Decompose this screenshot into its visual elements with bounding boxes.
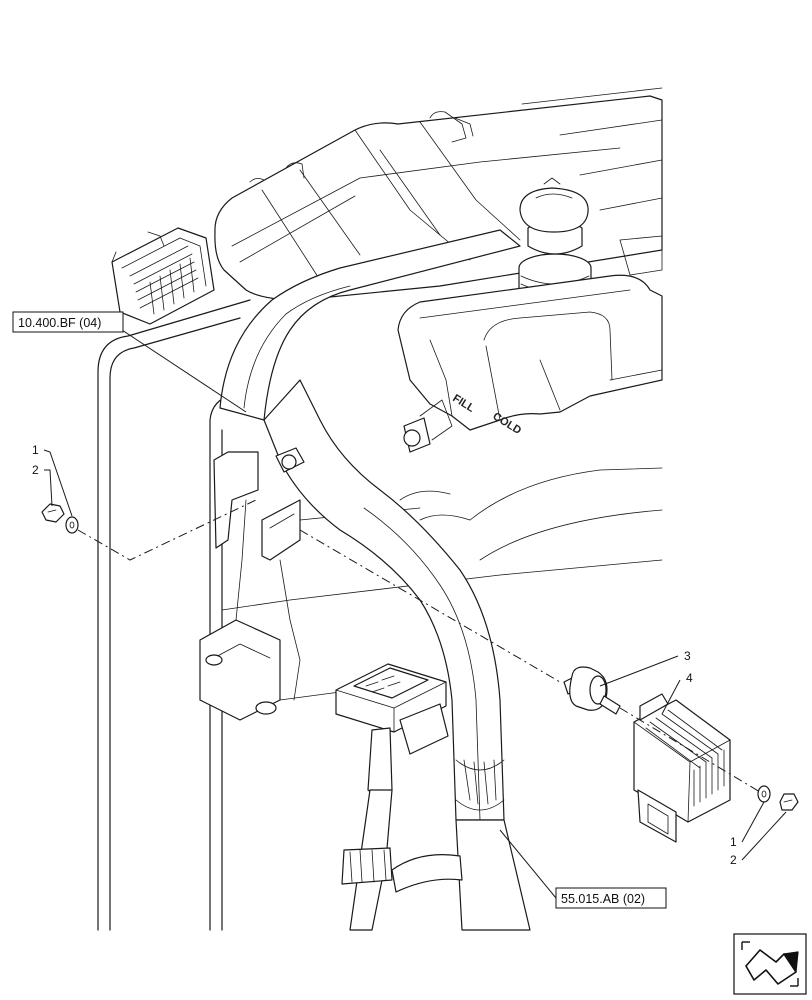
part-4-control-module xyxy=(633,693,731,843)
right-fasteners xyxy=(757,785,799,811)
reference-text-top: 10.400.BF (04) xyxy=(18,316,101,330)
reference-label-bottom[interactable]: 55.015.AB (02) xyxy=(555,887,667,909)
callout-3: 3 xyxy=(684,649,691,663)
callout-2-left: 2 xyxy=(32,463,39,477)
relay-box xyxy=(335,663,449,796)
reference-text-bottom: 55.015.AB (02) xyxy=(561,892,645,906)
mounting-bracket xyxy=(199,451,301,721)
callout-2-right: 2 xyxy=(730,853,737,867)
callout-4: 4 xyxy=(686,671,693,685)
reference-label-top[interactable]: 10.400.BF (04) xyxy=(12,311,124,333)
frame-bolt xyxy=(275,399,453,473)
panel-frame xyxy=(97,299,663,931)
left-fasteners xyxy=(41,503,79,534)
part-3-rubber-mount xyxy=(563,666,621,715)
assembly-lines xyxy=(77,499,761,793)
leader-lines xyxy=(43,329,787,899)
coolant-tank-rear xyxy=(214,87,663,301)
callout-1-right: 1 xyxy=(730,835,737,849)
lower-hose xyxy=(341,789,463,931)
callout-1-left: 1 xyxy=(32,443,39,457)
wiring-connector xyxy=(111,227,215,325)
next-page-arrow-icon[interactable] xyxy=(733,933,807,995)
wiring-harness-main xyxy=(219,229,531,931)
coolant-tank-front: FILL COLD xyxy=(397,274,663,437)
